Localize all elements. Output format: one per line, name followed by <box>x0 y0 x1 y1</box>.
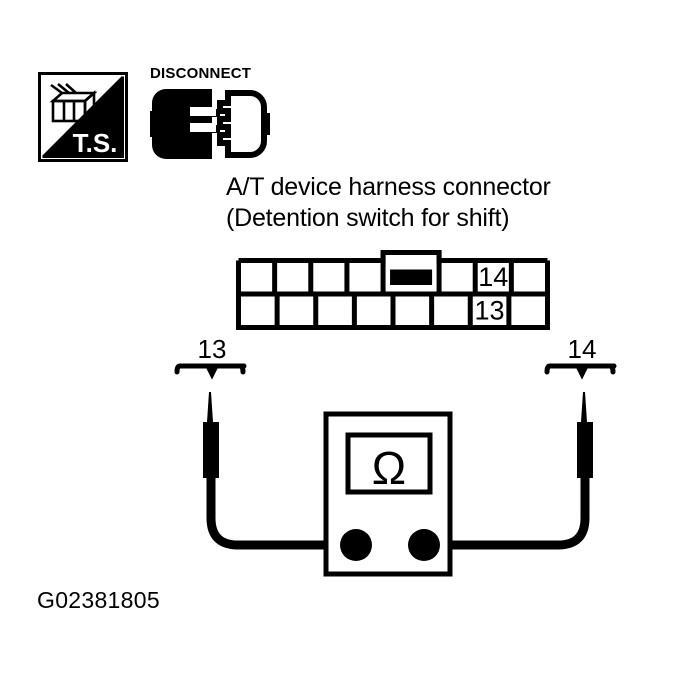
right-probe-handle <box>577 422 593 478</box>
right-probe-lead <box>440 478 590 550</box>
connector-title-line-1: A/T device harness connector <box>226 173 551 201</box>
pin-label-bottom-13: 13 <box>475 296 505 326</box>
left-brace-detail <box>174 363 247 380</box>
left-probe-handle <box>203 422 219 478</box>
right-probe-tip <box>581 392 587 422</box>
connector-key-bar <box>390 269 433 285</box>
right-brace-detail <box>544 363 617 380</box>
disconnected-plug-icon <box>150 89 270 159</box>
ts-badge-graphic: T.S. <box>38 72 128 162</box>
multimeter: Ω <box>323 411 453 577</box>
right-test-probe <box>440 392 593 550</box>
right-probe-pin-label: 14 <box>567 334 597 364</box>
multimeter-display <box>345 432 433 495</box>
connector-title-line-2: (Detention switch for shift) <box>226 204 510 232</box>
left-probe-pin-label: 13 <box>197 334 227 364</box>
left-test-probe <box>203 392 355 550</box>
ts-badge: T.S. <box>38 72 128 162</box>
disconnect-badge: DISCONNECT <box>150 66 275 164</box>
left-probe-tip <box>207 392 213 422</box>
connector-icon <box>49 82 98 123</box>
left-probe-lead <box>206 478 355 550</box>
grid-top-edge <box>238 250 548 263</box>
ts-badge-label: T.S. <box>73 128 118 158</box>
pin-label-top-14: 14 <box>478 262 508 292</box>
ohm-symbol: Ω <box>372 442 406 494</box>
disconnect-label: DISCONNECT <box>150 65 252 82</box>
multimeter-terminal-left <box>340 529 372 561</box>
figure-id-label: G02381805 <box>37 587 160 613</box>
multimeter-terminal-right <box>408 529 440 561</box>
connector-title: A/T device harness connector (Detention … <box>226 172 666 234</box>
